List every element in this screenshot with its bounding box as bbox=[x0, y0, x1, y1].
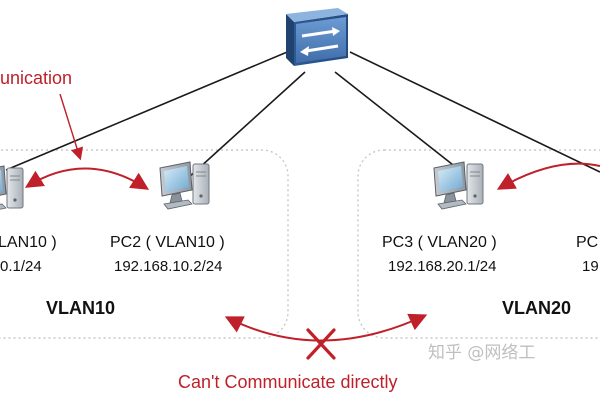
pc2-name: PC2 ( VLAN10 ) bbox=[110, 234, 225, 251]
pc2-ip: 192.168.10.2/24 bbox=[114, 258, 222, 275]
switch-icon[interactable] bbox=[286, 8, 348, 66]
cant-communicate-label: Can't Communicate directly bbox=[178, 372, 398, 392]
pc4-ip: 19 bbox=[582, 258, 599, 275]
vlan10-area bbox=[0, 149, 289, 339]
vlan10-label: VLAN10 bbox=[46, 298, 115, 318]
pc1-ip: 0.1/24 bbox=[0, 258, 42, 275]
pc2-icon[interactable] bbox=[159, 161, 210, 210]
communication-arrow-vlan10 bbox=[24, 167, 150, 190]
link-switch-pc3 bbox=[334, 71, 463, 173]
vlan20-area bbox=[357, 149, 600, 339]
link-switch-pc1 bbox=[5, 49, 293, 171]
pc1-icon[interactable] bbox=[0, 165, 24, 214]
pc1-name: LAN10 ) bbox=[0, 234, 57, 251]
watermark-text: 知乎 @网络工 bbox=[428, 343, 535, 363]
pc3-name: PC3 ( VLAN20 ) bbox=[382, 234, 497, 251]
pc4-name: PC bbox=[576, 234, 598, 251]
pc3-ip: 192.168.20.1/24 bbox=[388, 258, 496, 275]
pc3-icon[interactable] bbox=[433, 161, 484, 210]
pointer-arrow bbox=[59, 93, 84, 161]
link-switch-pc4 bbox=[349, 51, 600, 173]
blocked-x-icon bbox=[306, 328, 336, 360]
communication-arrow-vlan20 bbox=[496, 162, 600, 190]
communication-label: unication bbox=[0, 68, 72, 88]
vlan20-label: VLAN20 bbox=[502, 298, 571, 318]
link-switch-pc2 bbox=[187, 71, 306, 179]
